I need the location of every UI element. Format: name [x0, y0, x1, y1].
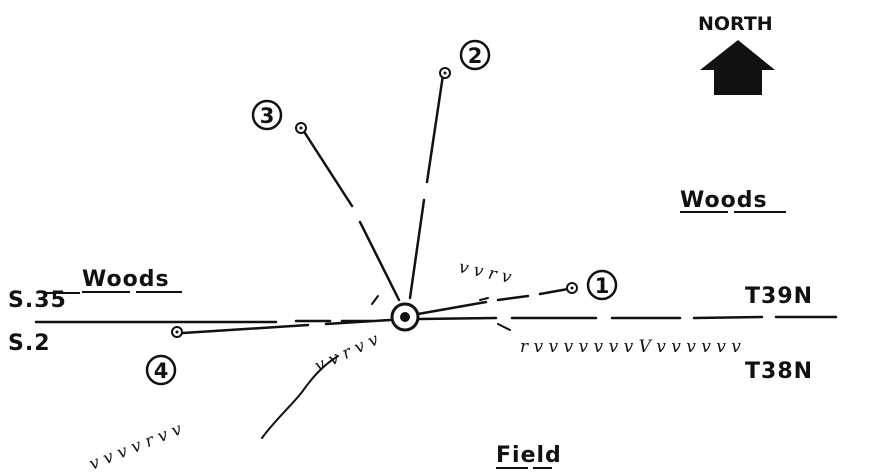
- marker-4: 4: [145, 354, 177, 386]
- north-label: NORTH: [698, 13, 773, 35]
- marker-3-number: 3: [260, 104, 275, 128]
- township-38n-label: T38N: [745, 359, 813, 384]
- corner-monument-icon: [390, 302, 420, 332]
- marsh-symbols-bottom: v v v v r v v: [86, 419, 185, 473]
- woods-label-left: Woods: [82, 267, 170, 292]
- marker-4-number: 4: [154, 359, 169, 383]
- marker-2-number: 2: [468, 44, 483, 68]
- bearing-lines: [181, 73, 570, 335]
- marsh-symbols-top: v v r v: [457, 257, 514, 288]
- section-35-label: S.35: [8, 288, 67, 313]
- marker-1-number: 1: [595, 274, 610, 298]
- woods-boundary: [261, 295, 511, 439]
- bearing-line-1: [416, 300, 488, 316]
- bearing-tree-1-icon: [566, 282, 578, 294]
- bearing-line-4: [324, 318, 392, 326]
- marker-3: 3: [251, 99, 283, 131]
- north-arrow-icon: [700, 40, 775, 95]
- marker-2: 2: [459, 39, 491, 71]
- township-39n-label: T39N: [745, 284, 813, 309]
- bearing-tree-4-icon: [171, 326, 183, 338]
- section-2-label: S.2: [8, 331, 51, 356]
- woods-label-right: Woods: [680, 188, 768, 213]
- bearing-line-2: [408, 198, 426, 300]
- marker-1: 1: [586, 269, 618, 301]
- marsh-symbols-right: r v v v v v v v V v v v v v v: [520, 337, 741, 357]
- bearing-tree-3-icon: [295, 122, 307, 134]
- bearing-line-3: [358, 220, 401, 302]
- field-label: Field: [496, 443, 562, 468]
- section-line: [34, 315, 838, 324]
- bearing-trees: [171, 67, 578, 338]
- bearing-tree-2-icon: [439, 67, 451, 79]
